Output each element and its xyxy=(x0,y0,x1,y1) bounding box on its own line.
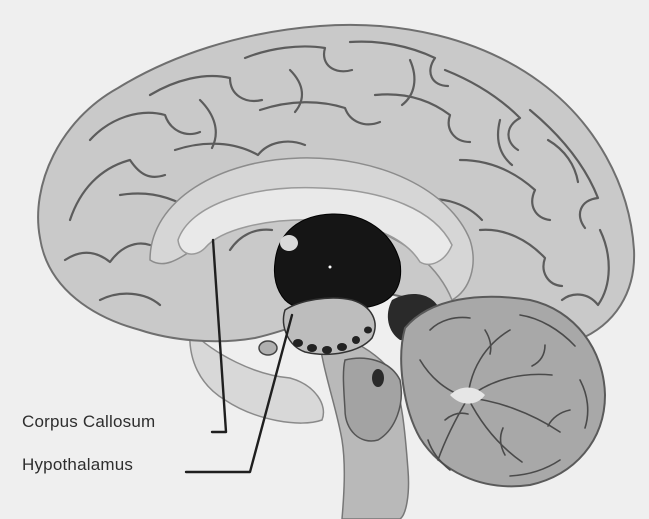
pituitary xyxy=(259,341,277,355)
hypothalamus-label: Hypothalamus xyxy=(22,455,133,475)
corpus-callosum-label: Corpus Callosum xyxy=(22,412,155,432)
ventricle-dot xyxy=(329,266,332,269)
midbrain-spot xyxy=(372,369,384,387)
ventricle-highlight xyxy=(280,235,298,251)
